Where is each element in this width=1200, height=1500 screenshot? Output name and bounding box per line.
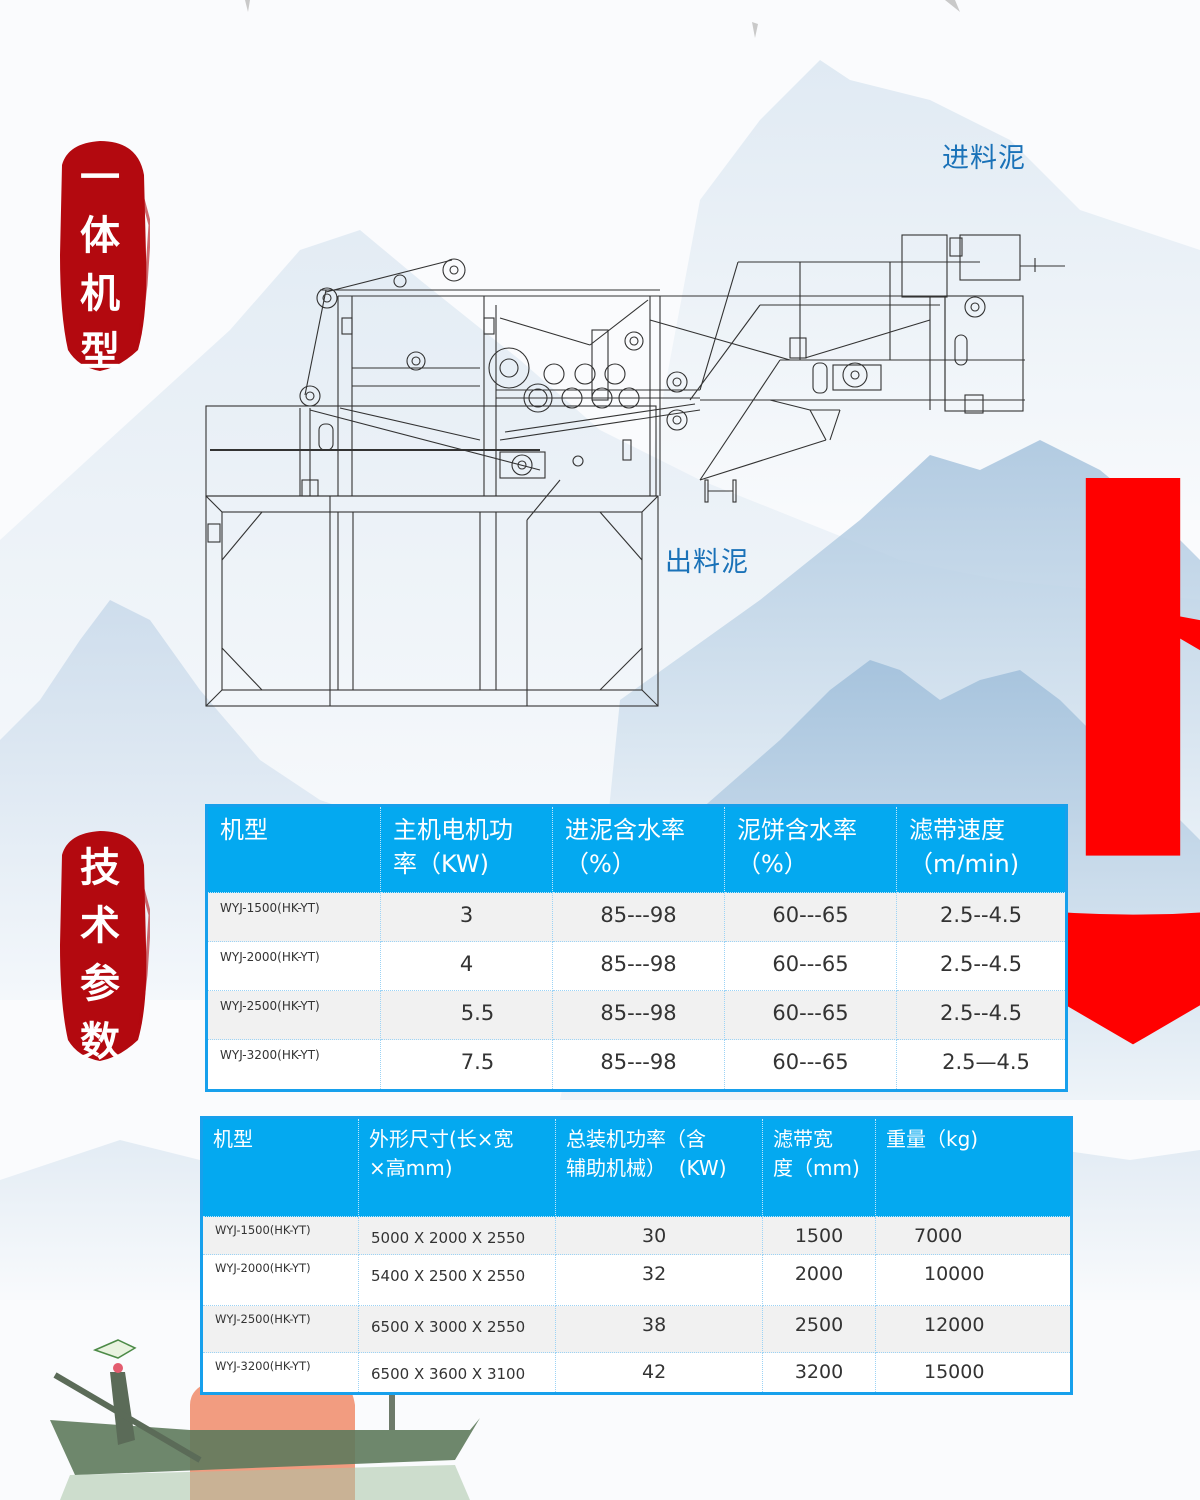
table-row: WYJ-2000(HK-YT) 4 85---98 60---65 2.5--4… <box>208 942 1065 991</box>
seal-char: 型 <box>80 328 120 375</box>
header-weight: 重量（kg) <box>876 1119 1070 1217</box>
seal-char: 技 <box>80 844 120 891</box>
spec-table-performance: 机型 主机电机功率（KW) 进泥含水率（%） 泥饼含水率（%） 滤带速度（m/m… <box>205 804 1068 1092</box>
section-title-specs: 技 术 参 数 <box>50 825 150 1065</box>
header-belt-width: 滤带宽度（mm) <box>763 1119 876 1217</box>
table-row: WYJ-1500(HK-YT) 5000 X 2000 X 2550 30 15… <box>203 1217 1070 1255</box>
seal-char: 机 <box>80 270 120 317</box>
red-ink-seal-icon <box>60 831 150 1061</box>
machine-diagram <box>200 130 1200 1045</box>
outlet-sludge-label: 出料泥 <box>665 547 749 578</box>
header-belt-speed: 滤带速度（m/min) <box>897 807 1065 893</box>
header-dimensions: 外形尺寸(长×宽×高mm) <box>359 1119 556 1217</box>
table-row: WYJ-2000(HK-YT) 5400 X 2500 X 2550 32 20… <box>203 1255 1070 1306</box>
header-inlet-moisture: 进泥含水率（%） <box>553 807 725 893</box>
header-cake-moisture: 泥饼含水率（%） <box>725 807 897 893</box>
table-row: WYJ-2500(HK-YT) 6500 X 3000 X 2550 38 25… <box>203 1306 1070 1353</box>
seal-char: 术 <box>80 902 120 949</box>
inlet-sludge-label: 进料泥 <box>942 143 1026 174</box>
table-row: WYJ-1500(HK-YT) 3 85---98 60---65 2.5--4… <box>208 893 1065 942</box>
header-total-power: 总装机功率（含辅助机械） (KW) <box>556 1119 763 1217</box>
table-row: WYJ-3200(HK-YT) 7.5 85---98 60---65 2.5—… <box>208 1040 1065 1089</box>
seal-char: 参 <box>80 960 120 1007</box>
roller <box>299 258 986 476</box>
seal-char: 一 <box>80 154 120 201</box>
header-model: 机型 <box>203 1119 359 1217</box>
table-header-row: 机型 主机电机功率（KW) 进泥含水率（%） 泥饼含水率（%） 滤带速度（m/m… <box>208 807 1065 893</box>
table-row: WYJ-3200(HK-YT) 6500 X 3600 X 3100 42 32… <box>203 1353 1070 1392</box>
header-model: 机型 <box>208 807 381 893</box>
spec-table-dimensions: 机型 外形尺寸(长×宽×高mm) 总装机功率（含辅助机械） (KW) 滤带宽度（… <box>200 1116 1073 1395</box>
header-motor-power: 主机电机功率（KW) <box>381 807 553 893</box>
table-header-row: 机型 外形尺寸(长×宽×高mm) 总装机功率（含辅助机械） (KW) 滤带宽度（… <box>203 1119 1070 1217</box>
seal-char: 数 <box>80 1018 120 1065</box>
seal-char: 体 <box>80 212 120 259</box>
section-title-machine: 一 体 机 型 <box>50 135 150 375</box>
red-ink-seal-icon <box>60 141 150 371</box>
table-row: WYJ-2500(HK-YT) 5.5 85---98 60---65 2.5-… <box>208 991 1065 1040</box>
